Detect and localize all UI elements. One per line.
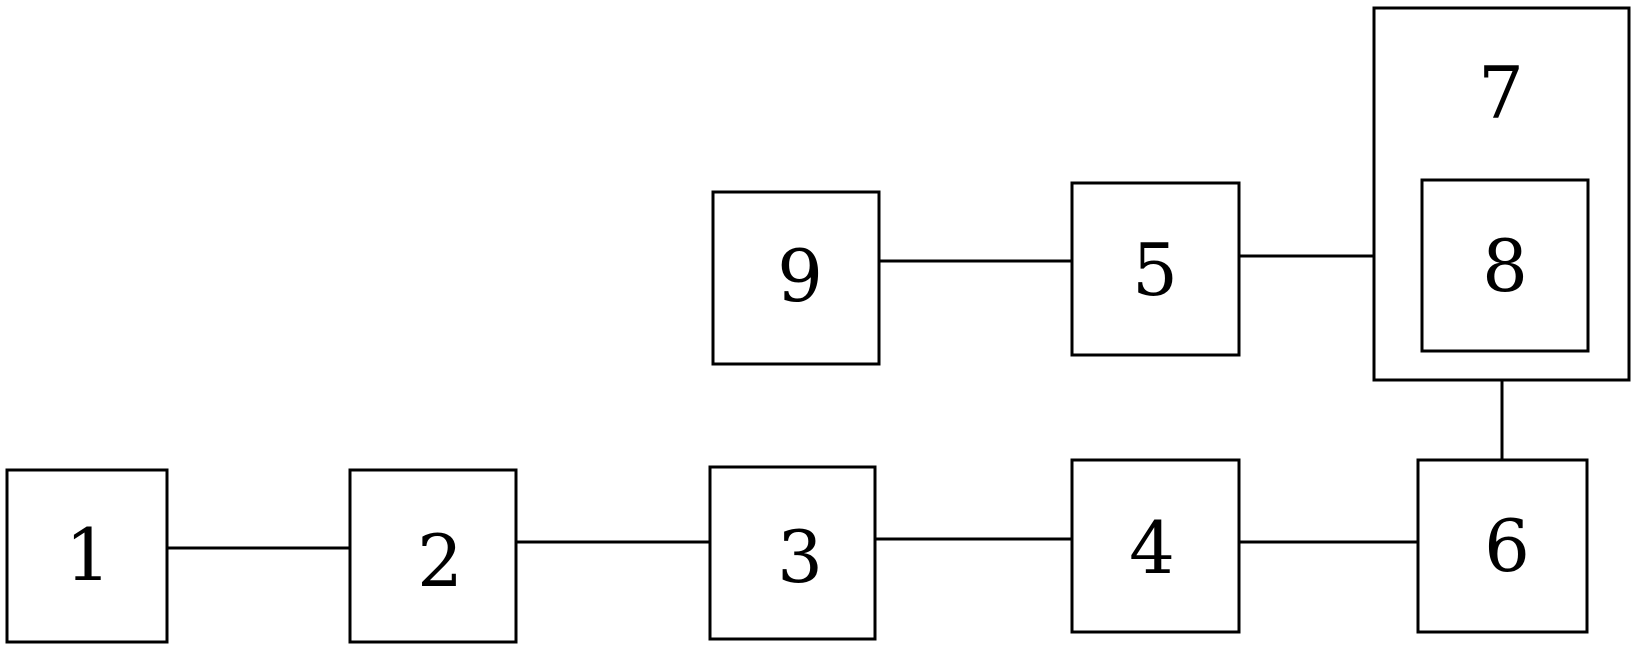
block-6: 6 bbox=[1416, 458, 1589, 634]
block-5: 5 bbox=[1070, 181, 1241, 357]
block-9-label: 9 bbox=[777, 234, 823, 318]
block-7-label: 7 bbox=[1478, 51, 1524, 135]
block-4-label: 4 bbox=[1129, 506, 1175, 590]
block-2: 2 bbox=[348, 468, 518, 644]
block-8-label: 8 bbox=[1482, 224, 1528, 308]
block-9: 9 bbox=[711, 190, 881, 366]
block-4: 4 bbox=[1070, 458, 1241, 634]
block-1-label: 1 bbox=[65, 513, 111, 597]
block-5-label: 5 bbox=[1132, 228, 1178, 312]
block-6-label: 6 bbox=[1484, 504, 1530, 588]
block-3: 3 bbox=[708, 465, 877, 641]
block-2-label: 2 bbox=[417, 519, 463, 603]
block-8: 8 bbox=[1420, 178, 1590, 353]
block-1: 1 bbox=[5, 468, 169, 644]
block-3-label: 3 bbox=[777, 515, 823, 599]
